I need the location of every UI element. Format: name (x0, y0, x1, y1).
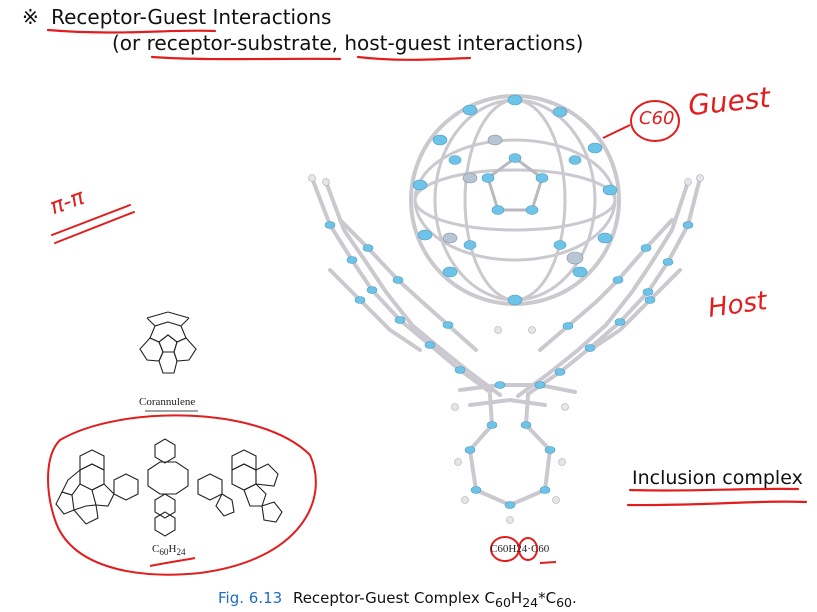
receptor-formula-sub2: 24 (176, 547, 186, 558)
heading-subtitle: (or receptor-substrate, host-guest inter… (112, 31, 584, 55)
receptor-formula-c: C (152, 543, 160, 555)
corannulene-structure (139, 311, 197, 374)
caption-sub-3: 60 (556, 595, 572, 610)
host-atoms (324, 221, 694, 509)
c60-annotation: C60 (639, 108, 675, 129)
receptor-structure (55, 438, 283, 537)
receptor-circle (47, 414, 317, 576)
c60-mark (602, 100, 680, 142)
caption-text-c: *C (538, 589, 557, 607)
caption-text-b: H (510, 589, 523, 607)
caption-sub-2: 24 (522, 595, 539, 610)
reference-mark: ※ (22, 5, 39, 29)
caption-text-a: Receptor-Guest Complex C (292, 589, 496, 607)
heading-line-1: ※ Receptor-Guest Interactions (22, 5, 331, 29)
receptor-formula: C60H24 (152, 543, 186, 557)
host-bonds (310, 176, 702, 508)
figure-number: Fig. 6.13 (218, 589, 283, 607)
heading-line-2: (or receptor-substrate, host-guest inter… (112, 31, 583, 55)
figure-caption: Fig. 6.13 Receptor-Guest Complex C60H24*… (218, 589, 577, 610)
complex-formula: C60H24·C60 (490, 543, 550, 555)
c60-guest-structure (409, 94, 621, 306)
complex-label-marks (490, 536, 557, 564)
pi-pi-strokes (51, 204, 135, 244)
receptor-formula-h: H (168, 543, 177, 555)
heading-title: Receptor-Guest Interactions (51, 5, 332, 29)
heading-underlines (46, 28, 808, 507)
caption-sub-1: 60 (495, 595, 511, 610)
host-hydrogens (308, 174, 704, 524)
inclusion-complex-label: Inclusion complex (632, 467, 803, 489)
corannulene-label: Corannulene (139, 396, 196, 408)
caption-text-d: . (572, 589, 577, 607)
receptor-formula-sub1: 60 (159, 547, 169, 558)
